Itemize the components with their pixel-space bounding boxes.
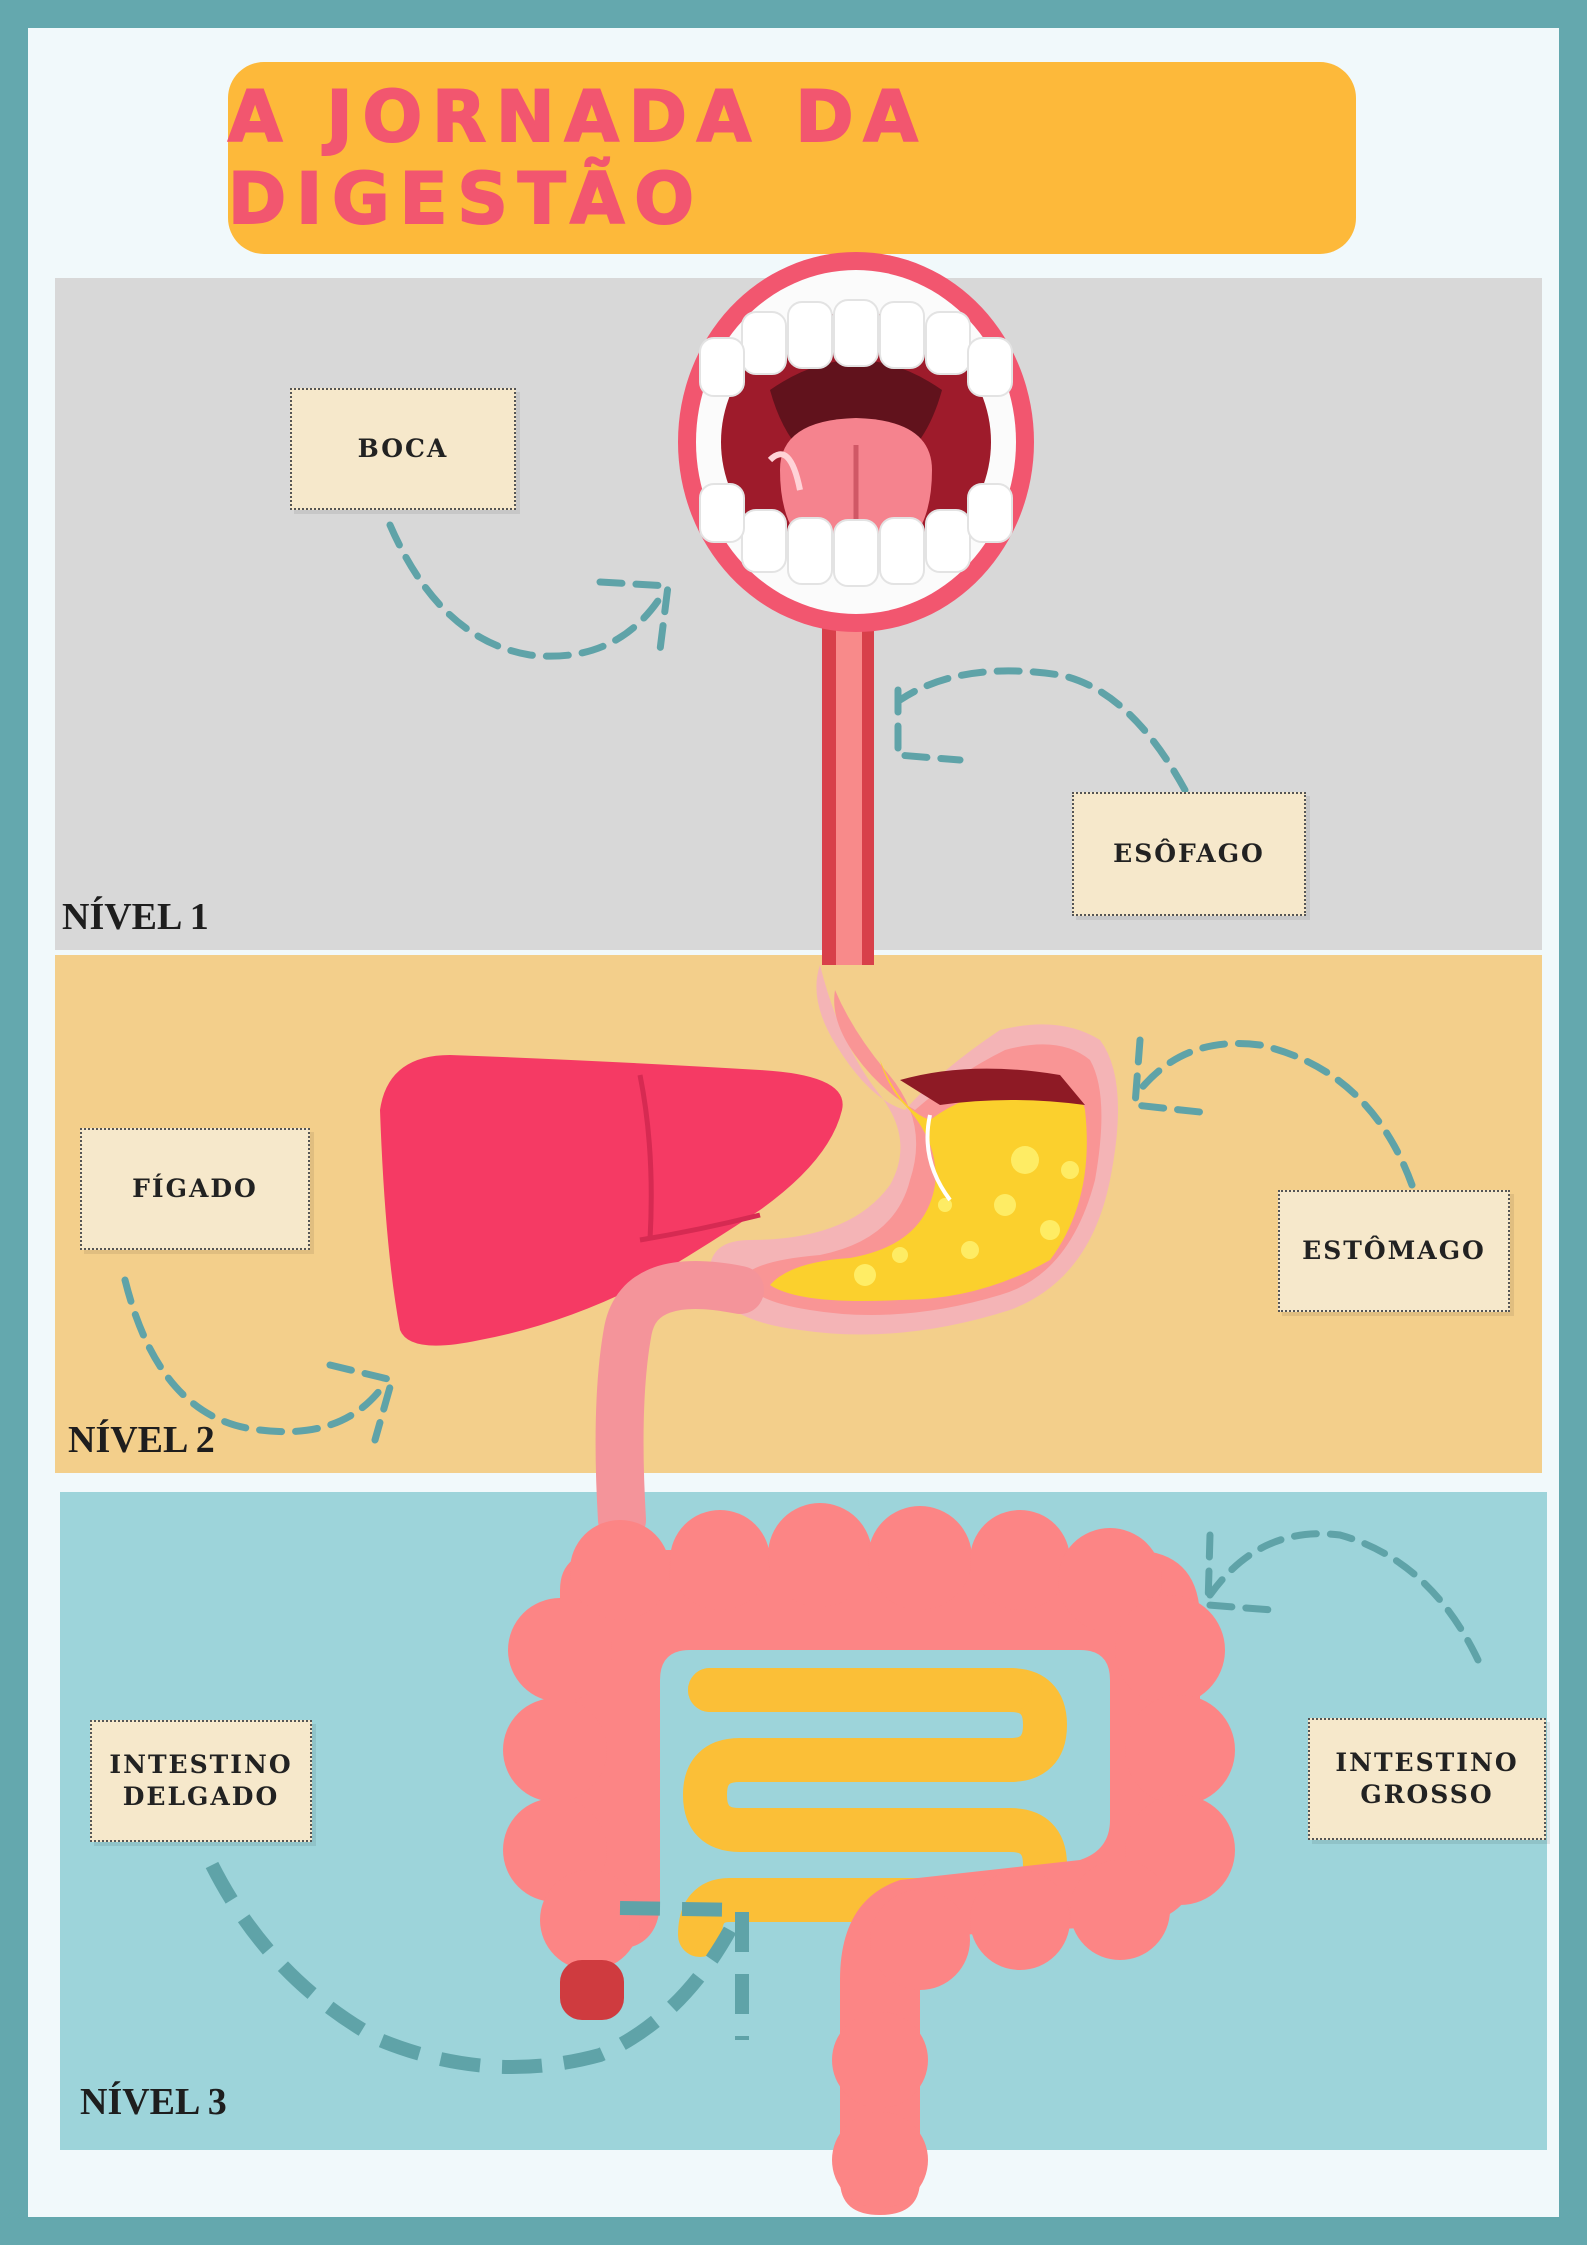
level-2-label: NÍVEL 2 xyxy=(68,1419,215,1461)
title-banner xyxy=(228,62,1356,254)
arrow-boca xyxy=(386,521,669,660)
label-intestino-grosso: INTESTINO GROSSO xyxy=(1308,1718,1546,1840)
arrow-intestino-grosso-head xyxy=(1204,1531,1276,1614)
level-1-label: NÍVEL 1 xyxy=(62,896,209,938)
label-estomago: ESTÔMAGO xyxy=(1278,1190,1510,1312)
label-figado: FÍGADO xyxy=(80,1128,310,1250)
arrow-figado xyxy=(121,1276,384,1436)
arrow-intestino-delgado xyxy=(205,1861,749,2074)
arrow-esofago-head xyxy=(894,686,964,764)
arrow-estomago xyxy=(1136,1039,1416,1189)
label-intestino-delgado: INTESTINO DELGADO xyxy=(90,1720,312,1842)
large-intestine-illustration xyxy=(503,1503,1235,2215)
arrow-figado-head xyxy=(326,1361,397,1444)
mouth-illustration xyxy=(678,252,1034,632)
appendix-illustration xyxy=(560,1960,624,2020)
duodenum-illustration xyxy=(595,1261,764,1544)
arrows xyxy=(121,521,1482,1664)
arrow-esofago xyxy=(896,667,1189,794)
level-3-label: NÍVEL 3 xyxy=(80,2081,227,2123)
page-title: A JORNADA DA DIGESTÃO xyxy=(227,75,928,241)
arrow-intestino-grosso xyxy=(1206,1530,1482,1664)
arrow-boca-head xyxy=(596,578,672,654)
liver-illustration xyxy=(380,1055,843,1346)
label-esofago: ESÔFAGO xyxy=(1072,792,1306,916)
esophagus-illustration xyxy=(822,625,874,965)
label-boca: BOCA xyxy=(290,388,516,510)
stomach-illustration xyxy=(709,965,1118,1335)
arrow-estomago-head xyxy=(1131,1036,1204,1116)
